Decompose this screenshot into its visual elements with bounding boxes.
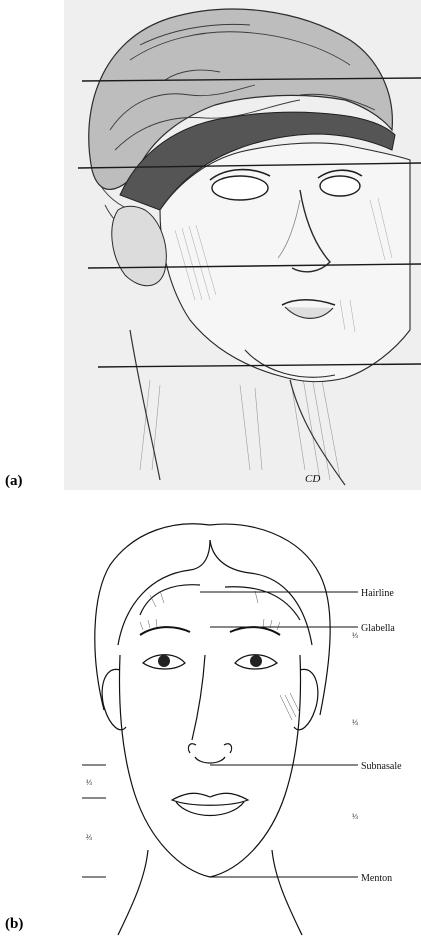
nose-bridge xyxy=(192,655,205,740)
label-glabella: Glabella xyxy=(361,623,395,634)
fraction-left-lower: ⅔ xyxy=(86,833,92,842)
fraction-middle-third: ⅓ xyxy=(352,718,358,727)
left-eye xyxy=(212,176,268,200)
face-outline xyxy=(120,655,301,877)
panel-b: Hairline Glabella Subnasale Menton ⅓ ⅓ ⅓… xyxy=(0,495,421,939)
label-hairline: Hairline xyxy=(361,588,394,599)
nostril-left xyxy=(188,744,196,753)
label-subnasale: Subnasale xyxy=(361,761,402,772)
upper-lip xyxy=(172,793,248,805)
hair-outline xyxy=(95,524,330,715)
face-proportion-diagram: Hairline Glabella Subnasale Menton ⅓ ⅓ ⅓… xyxy=(0,495,421,939)
neck-left xyxy=(118,850,148,935)
right-eye xyxy=(320,176,360,196)
left-eyebrow xyxy=(140,627,190,635)
neck-right xyxy=(272,850,302,935)
nostril-right xyxy=(224,744,232,753)
right-ear xyxy=(294,669,318,729)
right-eyebrow xyxy=(230,627,280,635)
panel-b-letter: (b) xyxy=(5,916,23,933)
right-iris xyxy=(250,655,262,667)
left-iris xyxy=(158,655,170,667)
hair-strand-left xyxy=(118,540,210,645)
panel-a-letter: (a) xyxy=(5,473,23,490)
nose-tip xyxy=(195,757,225,763)
classical-head-sketch: CD xyxy=(0,0,421,495)
fraction-lower-third: ⅓ xyxy=(352,812,358,821)
label-menton: Menton xyxy=(361,873,392,884)
artist-signature: CD xyxy=(305,473,320,485)
fraction-left-upper: ⅓ xyxy=(86,778,92,787)
fraction-upper-third: ⅓ xyxy=(352,631,358,640)
left-ear xyxy=(102,669,126,729)
hair-strand-2 xyxy=(140,585,200,615)
panel-a: CD (a) xyxy=(0,0,421,495)
